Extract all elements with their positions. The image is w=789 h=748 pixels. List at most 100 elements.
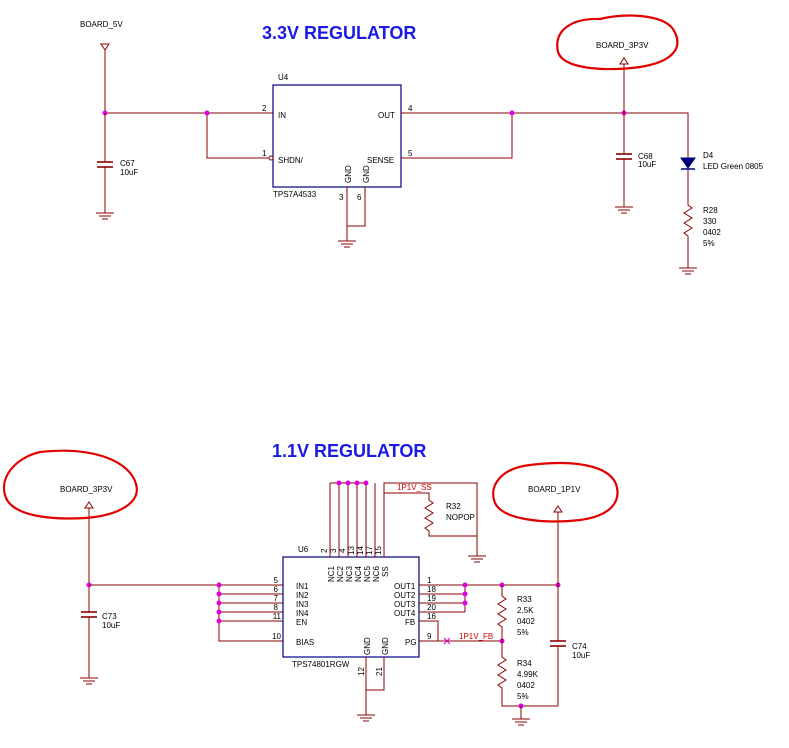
c68-ref: C68	[638, 152, 653, 161]
r32-value: NOPOP	[446, 513, 475, 522]
svg-text:GND: GND	[363, 637, 372, 655]
port-label: BOARD_3P3V	[60, 485, 113, 494]
svg-text:SENSE: SENSE	[367, 156, 394, 165]
wire-sense-tie	[401, 113, 513, 159]
svg-text:SHDN/: SHDN/	[278, 156, 304, 165]
r28-size: 0402	[703, 228, 721, 237]
capacitor-c68: C68 10uF	[615, 113, 656, 214]
resistor-r34: R34 4.99K 0402 5%	[497, 641, 558, 707]
r28-ref: R28	[703, 206, 718, 215]
wire-u4-gnd	[346, 187, 366, 241]
d4-value: LED Green 0805	[703, 162, 764, 171]
port-board-3p3v-bottom: BOARD_3P3V	[60, 485, 113, 585]
svg-text:IN4: IN4	[296, 609, 309, 618]
c74-value: 10uF	[572, 651, 590, 660]
svg-text:9: 9	[427, 632, 432, 641]
c68-value: 10uF	[638, 160, 656, 169]
port-label: BOARD_3P3V	[596, 41, 649, 50]
svg-text:NC5: NC5	[363, 565, 372, 582]
svg-text:IN2: IN2	[296, 591, 309, 600]
svg-text:20: 20	[427, 603, 436, 612]
svg-text:2: 2	[320, 548, 329, 553]
svg-text:PG: PG	[405, 638, 417, 647]
svg-text:1: 1	[262, 149, 267, 158]
wire-u6-outputs	[419, 584, 558, 613]
svg-text:NC6: NC6	[372, 565, 381, 582]
svg-text:3: 3	[339, 193, 344, 202]
port-board-3p3v-top: BOARD_3P3V	[596, 41, 649, 113]
title-1v1-regulator: 1.1V REGULATOR	[272, 441, 426, 461]
wire-u6-inputs	[218, 585, 283, 642]
c74-ref: C74	[572, 642, 587, 651]
port-label: BOARD_5V	[80, 20, 123, 29]
svg-text:6: 6	[357, 193, 362, 202]
svg-text:7: 7	[274, 594, 279, 603]
port-board-1p1v: BOARD_1P1V	[528, 485, 581, 585]
wire-ss-net	[383, 482, 478, 557]
port-board-5v: BOARD_5V	[80, 20, 123, 113]
r34-tol: 5%	[517, 692, 529, 701]
u4-part: TPS7A4533	[273, 190, 317, 199]
svg-text:4: 4	[338, 548, 347, 553]
wire-u6-gnd	[365, 657, 385, 715]
r32-ref: R32	[446, 502, 461, 511]
svg-text:8: 8	[274, 603, 279, 612]
highlight-circle	[3, 449, 138, 520]
wire-fb-net	[419, 620, 502, 642]
c73-ref: C73	[102, 612, 117, 621]
svg-text:2: 2	[262, 104, 267, 113]
regulator-u6: U6 TPS74801RGW 5 IN1 6 IN2 7 IN3 8 IN4 1…	[272, 545, 436, 676]
svg-text:NC3: NC3	[345, 565, 354, 582]
svg-text:OUT: OUT	[378, 111, 395, 120]
svg-text:OUT1: OUT1	[394, 582, 416, 591]
r33-value: 2.5K	[517, 606, 534, 615]
r34-value: 4.99K	[517, 670, 539, 679]
wire-3v3-rail	[401, 112, 689, 150]
svg-text:BIAS: BIAS	[296, 638, 314, 647]
highlight-circle	[556, 14, 679, 71]
svg-text:12: 12	[357, 667, 366, 676]
svg-text:21: 21	[375, 667, 384, 676]
svg-text:OUT2: OUT2	[394, 591, 416, 600]
r34-ref: R34	[517, 659, 532, 668]
resistor-r33: R33 2.5K 0402 5%	[497, 585, 535, 641]
junction	[204, 110, 210, 116]
svg-text:13: 13	[347, 546, 356, 555]
svg-text:10: 10	[272, 632, 281, 641]
u6-part: TPS74801RGW	[292, 660, 350, 669]
r34-size: 0402	[517, 681, 535, 690]
capacitor-c67: C67 10uF	[96, 113, 138, 220]
svg-text:6: 6	[274, 585, 279, 594]
svg-text:FB: FB	[405, 618, 415, 627]
title-3v3-regulator: 3.3V REGULATOR	[262, 23, 416, 43]
svg-text:IN: IN	[278, 111, 286, 120]
capacitor-c73: C73 10uF	[80, 585, 120, 685]
svg-text:OUT3: OUT3	[394, 600, 416, 609]
u6-ref: U6	[298, 545, 309, 554]
resistor-r32	[384, 492, 477, 537]
svg-text:14: 14	[356, 546, 365, 555]
svg-text:IN1: IN1	[296, 582, 309, 591]
regulator-u4: U4 TPS7A4533 2 IN 1 SHDN/ 4 OUT 5 SENSE …	[262, 73, 413, 202]
c67-value: 10uF	[120, 168, 138, 177]
svg-text:5: 5	[274, 576, 279, 585]
wire-nc-tie	[329, 482, 376, 557]
capacitor-c74: C74 10uF	[550, 585, 590, 706]
svg-text:3: 3	[329, 548, 338, 553]
svg-text:NC1: NC1	[327, 565, 336, 582]
svg-text:EN: EN	[296, 618, 307, 627]
svg-text:GND: GND	[344, 165, 353, 183]
svg-text:19: 19	[427, 594, 436, 603]
u4-ref: U4	[278, 73, 289, 82]
r28-value: 330	[703, 217, 717, 226]
d4-ref: D4	[703, 151, 714, 160]
c67-ref: C67	[120, 159, 135, 168]
svg-text:4: 4	[408, 104, 413, 113]
r28-tol: 5%	[703, 239, 715, 248]
svg-text:5: 5	[408, 149, 413, 158]
r33-tol: 5%	[517, 628, 529, 637]
svg-text:IN3: IN3	[296, 600, 309, 609]
highlight-circle	[492, 461, 619, 523]
svg-text:GND: GND	[381, 637, 390, 655]
svg-text:17: 17	[365, 546, 374, 555]
